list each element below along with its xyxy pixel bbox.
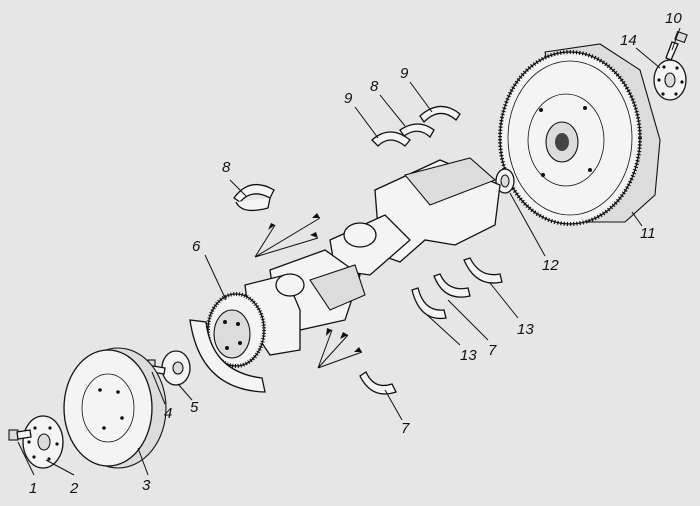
callout-14: 14 xyxy=(620,32,637,49)
callouts: 1 2 3 4 5 6 7 7 8 8 9 9 10 11 12 13 13 1… xyxy=(29,10,682,497)
pilot-bearing xyxy=(495,168,515,194)
callout-5: 5 xyxy=(190,399,199,416)
front-washer-plate xyxy=(22,415,64,469)
flywheel-washer-plate xyxy=(653,59,687,101)
front-thrust-washer xyxy=(189,319,266,393)
arrows-lower xyxy=(317,328,363,369)
callout-4: 4 xyxy=(164,405,172,422)
callout-8-left: 8 xyxy=(222,159,231,176)
callout-9-right: 9 xyxy=(400,65,409,82)
callout-7-right: 7 xyxy=(488,342,497,359)
callout-3: 3 xyxy=(142,477,151,494)
callout-13-lower: 13 xyxy=(460,347,477,364)
callout-9-left: 9 xyxy=(344,90,353,107)
callout-13-right: 13 xyxy=(517,321,534,338)
arrows-upper xyxy=(254,213,321,258)
damper-pulley xyxy=(63,347,167,469)
flywheel-bolt xyxy=(665,30,688,61)
callout-1: 1 xyxy=(29,480,37,497)
callout-8-top: 8 xyxy=(370,78,379,95)
leader-lines xyxy=(17,27,681,476)
bearing-shells xyxy=(233,105,503,395)
callout-7-bottom: 7 xyxy=(401,420,410,437)
callout-12: 12 xyxy=(542,257,559,274)
callout-6: 6 xyxy=(192,238,201,255)
callout-10: 10 xyxy=(665,10,682,27)
pulley-hub xyxy=(161,350,191,386)
front-bolt xyxy=(8,429,32,441)
callout-11: 11 xyxy=(640,225,656,242)
crankshaft xyxy=(244,157,501,356)
flywheel xyxy=(498,43,661,226)
callout-2: 2 xyxy=(69,480,79,497)
crankshaft-gear xyxy=(206,292,266,368)
